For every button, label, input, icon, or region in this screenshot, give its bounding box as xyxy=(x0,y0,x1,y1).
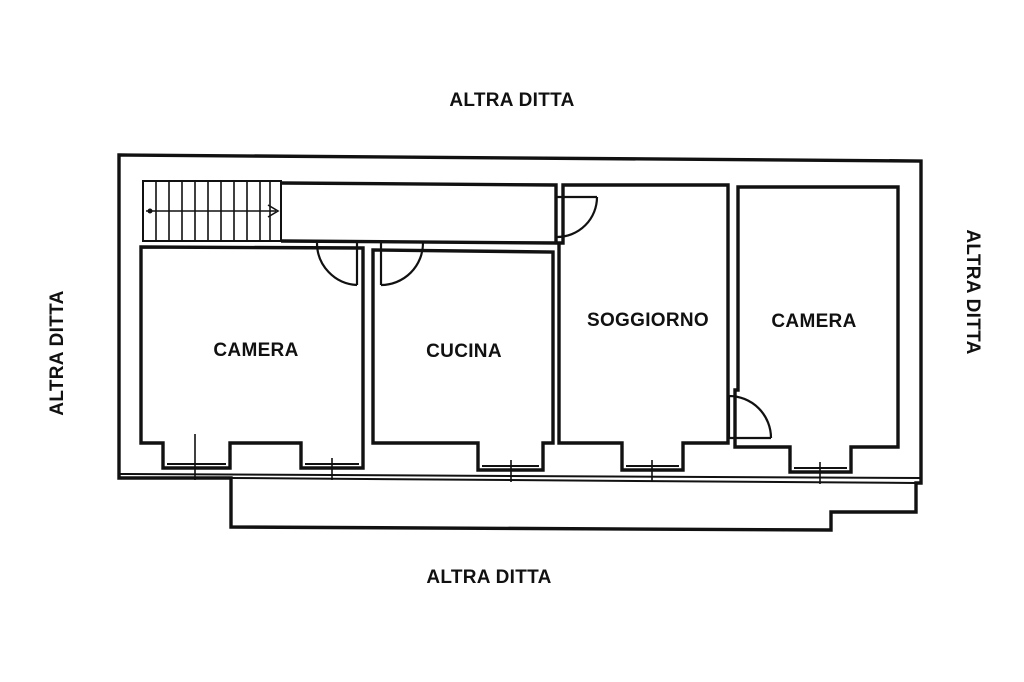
door-cucina xyxy=(379,242,425,287)
room-cucina xyxy=(371,248,555,472)
balcony-edge xyxy=(230,477,917,484)
neighbor-label-right: ALTRA DITTA xyxy=(962,229,983,354)
outer-wall xyxy=(117,153,923,532)
neighbor-label-left: ALTRA DITTA xyxy=(47,290,68,415)
door-camera-right xyxy=(727,394,773,440)
room-label-soggiorno: SOGGIORNO xyxy=(587,310,709,331)
inner-bottom-wall xyxy=(118,473,922,479)
neighbor-label-top: ALTRA DITTA xyxy=(449,90,574,111)
door-soggiorno xyxy=(556,195,599,239)
room-camera-right xyxy=(733,185,900,474)
door-camera-left xyxy=(315,242,359,287)
room-soggiorno xyxy=(557,183,730,472)
room-camera-left xyxy=(139,245,365,470)
neighbor-label-bottom: ALTRA DITTA xyxy=(426,567,551,588)
room-label-camera-right: CAMERA xyxy=(771,311,856,332)
staircase xyxy=(142,180,282,242)
corridor xyxy=(280,181,558,245)
room-label-cucina: CUCINA xyxy=(426,341,502,362)
room-label-camera-left: CAMERA xyxy=(213,340,298,361)
